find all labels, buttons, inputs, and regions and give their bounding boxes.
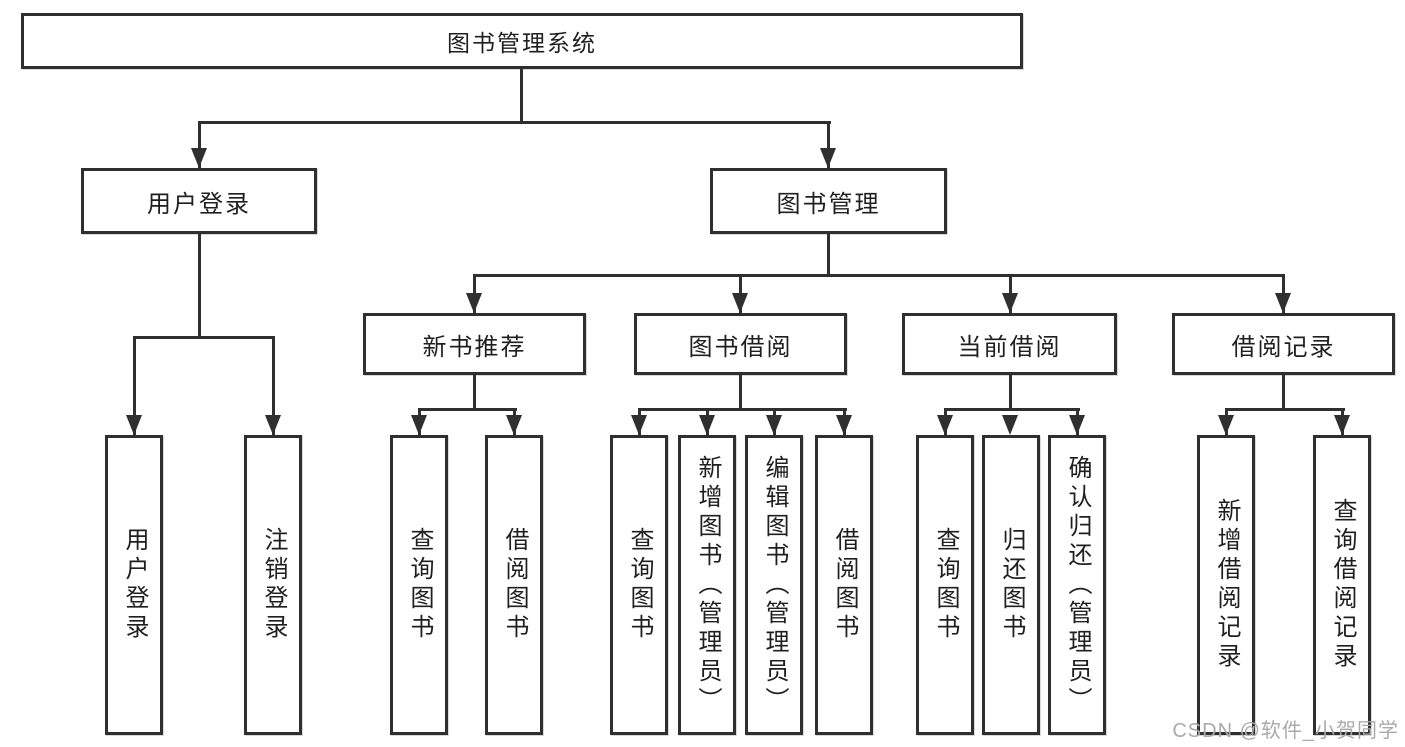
leaf-logout: 注销登录: [244, 435, 302, 735]
node-new-book-recommend: 新书推荐: [363, 313, 586, 375]
leaf-label: 借阅图书: [501, 527, 528, 643]
leaf-label: 查询借阅记录: [1329, 498, 1356, 672]
node-user-login: 用户登录: [81, 168, 317, 234]
leaf-return-books: 归还图书: [982, 435, 1040, 735]
leaf-confirm-return-admin: 确认归还（管理员）: [1048, 435, 1106, 735]
arrowhead: [1002, 415, 1018, 435]
connector-line: [944, 408, 1080, 411]
leaf-label: 用户登录: [121, 527, 148, 643]
leaf-query-books-current: 查询图书: [916, 435, 974, 735]
node-root: 图书管理系统: [21, 13, 1023, 69]
arrowhead: [411, 415, 427, 435]
arrowhead: [265, 415, 281, 435]
leaf-query-borrow-record: 查询借阅记录: [1313, 435, 1371, 735]
connector-line: [739, 375, 742, 408]
leaf-query-books-borrowing: 查询图书: [610, 435, 668, 735]
leaf-borrow-books-newbook: 借阅图书: [485, 435, 543, 735]
leaf-add-borrow-record: 新增借阅记录: [1197, 435, 1255, 735]
arrowhead: [1218, 415, 1234, 435]
connector-line: [418, 408, 517, 411]
arrowhead: [1275, 293, 1291, 313]
leaf-label: 查询图书: [626, 527, 653, 643]
connector-line: [1009, 375, 1012, 408]
arrowhead: [766, 415, 782, 435]
arrowhead: [506, 415, 522, 435]
arrowhead: [631, 415, 647, 435]
leaf-label: 编辑图书（管理员）: [761, 454, 788, 716]
connector-line: [198, 121, 201, 168]
connector-line: [638, 408, 847, 411]
connector-line: [827, 234, 830, 274]
leaf-label: 归还图书: [998, 527, 1025, 643]
connector-line: [520, 69, 523, 121]
leaf-borrow-books-borrowing: 借阅图书: [815, 435, 873, 735]
node-borrowing-records: 借阅记录: [1172, 313, 1395, 375]
connector-line: [473, 274, 1285, 277]
arrowhead: [466, 293, 482, 313]
node-book-borrowing: 图书借阅: [634, 313, 847, 375]
arrowhead: [1069, 415, 1085, 435]
leaf-label: 确认归还（管理员）: [1064, 454, 1091, 716]
arrowhead: [191, 148, 207, 168]
connector-line: [198, 121, 831, 124]
connector-line: [827, 121, 830, 168]
arrowhead: [1334, 415, 1350, 435]
leaf-add-books-admin: 新增图书（管理员）: [678, 435, 736, 735]
arrowhead: [1002, 293, 1018, 313]
leaf-query-books-newbook: 查询图书: [390, 435, 448, 735]
leaf-label: 查询图书: [932, 527, 959, 643]
connector-line: [1282, 375, 1285, 408]
arrowhead: [699, 415, 715, 435]
leaf-label: 新增图书（管理员）: [694, 454, 721, 716]
node-current-borrowing: 当前借阅: [902, 313, 1117, 375]
connector-line: [272, 336, 275, 435]
arrowhead: [820, 148, 836, 168]
leaf-label: 新增借阅记录: [1213, 498, 1240, 672]
leaf-user-login: 用户登录: [105, 435, 163, 735]
arrowhead: [126, 415, 142, 435]
node-book-management: 图书管理: [710, 168, 947, 234]
connector-line: [1225, 408, 1345, 411]
connector-line: [198, 234, 201, 336]
connector-line: [133, 336, 136, 435]
leaf-label: 查询图书: [406, 527, 433, 643]
leaf-edit-books-admin: 编辑图书（管理员）: [745, 435, 803, 735]
arrowhead: [937, 415, 953, 435]
csdn-watermark: CSDN @软件_小贺同学: [1172, 720, 1399, 742]
arrowhead: [836, 415, 852, 435]
arrowhead: [732, 293, 748, 313]
leaf-label: 借阅图书: [831, 527, 858, 643]
connector-line: [133, 336, 275, 339]
connector-line: [473, 375, 476, 408]
leaf-label: 注销登录: [260, 527, 287, 643]
